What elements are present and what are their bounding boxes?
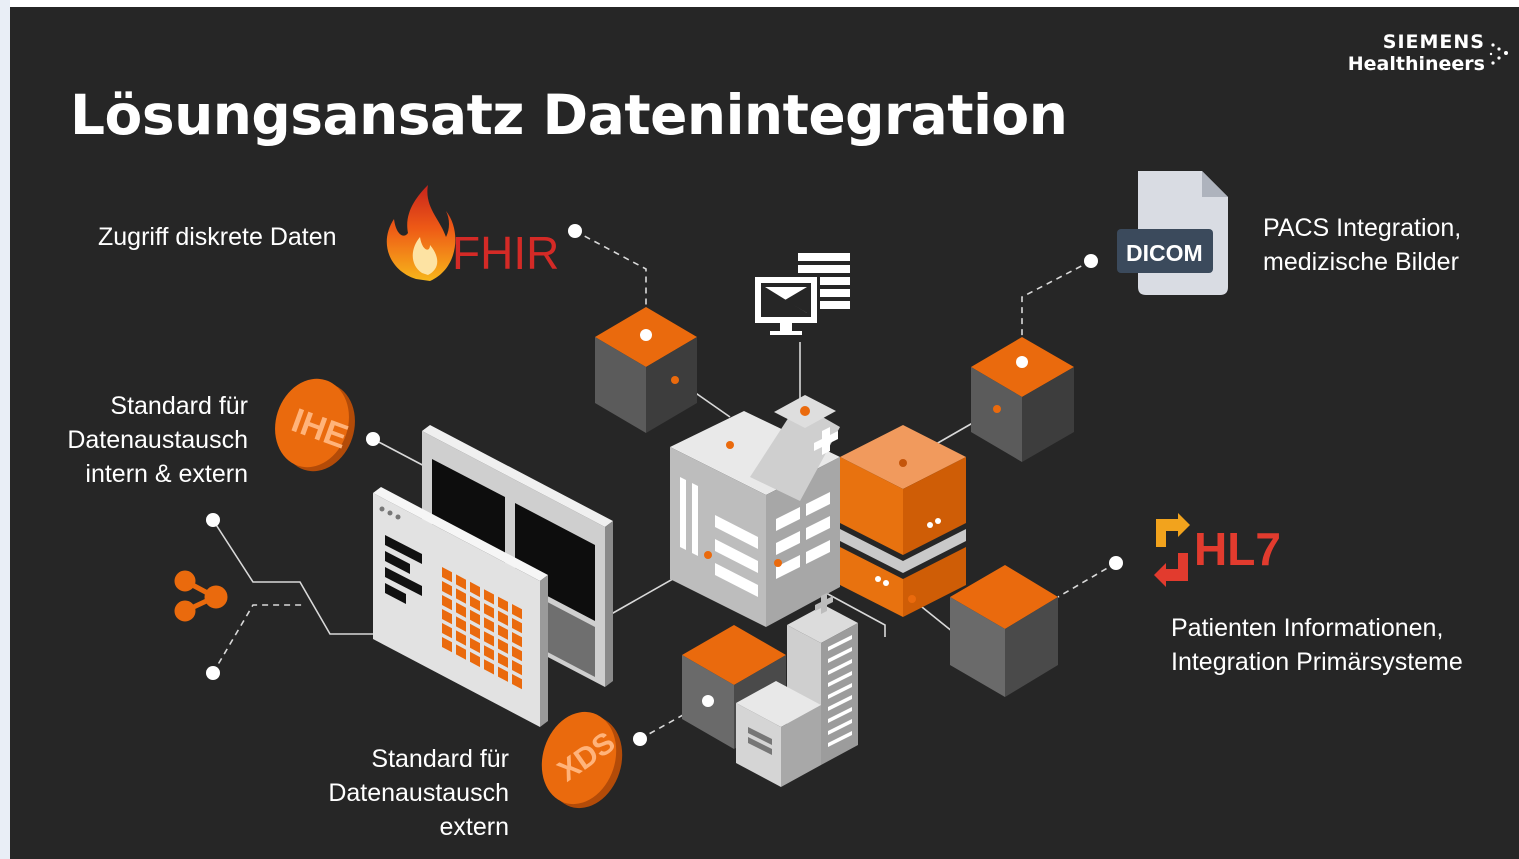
clinic-window [828,635,852,651]
grid-cell [484,631,494,647]
monitor-icon [755,253,850,335]
pacs-label: PACS Integration, medizische Bilder [1263,214,1462,276]
brand-line1: SIEMENS [1382,31,1485,53]
clinic-window [828,671,852,687]
grid-cell [498,652,508,668]
slide: Lösungsansatz Datenintegration SIEMENS H… [10,7,1519,859]
fire-icon [386,185,456,281]
xds-badge: XDS [541,711,623,809]
grid-cell [484,645,494,661]
page-edge [0,0,10,859]
cube-hl7 [950,565,1058,697]
hl7-arrows-icon [1156,513,1190,547]
grid-cell [512,632,522,648]
endpoint-dots [206,224,1123,746]
grid-cell [512,674,522,690]
hl7-label: Patienten Informationen, Integration Pri… [1171,614,1463,676]
grid-cell [512,646,522,662]
medical-cross-icon [814,427,838,455]
clinic-window [828,707,852,723]
clinic-building [736,593,858,787]
cube-dicom [971,337,1074,462]
grid-cell [512,618,522,634]
fhir-logo: FHIR [386,185,559,281]
grid-cell [470,581,480,598]
grid-cell [498,624,508,640]
xds-label: Standard für Datenaustausch extern [328,745,509,841]
grid-cell [470,623,480,640]
clinic-window [828,695,852,711]
share-icon [174,570,228,622]
data-grid [442,567,522,690]
hl7-logo-text: HL7 [1194,523,1281,575]
grid-cell [498,596,508,612]
hospital-building [670,395,840,627]
grid-cell [512,660,522,676]
dicom-document-icon: DICOM [1117,171,1228,295]
grid-cell [456,602,466,618]
grid-cell [498,666,508,682]
fhir-label: Zugriff diskrete Daten [98,223,337,251]
grid-cell [442,637,452,653]
integration-diagram: FHIR IHE XDS DICOM [174,171,1281,809]
ihe-badge: IHE [275,378,355,472]
grid-cell [456,630,466,646]
grid-cell [456,588,466,604]
clinic-window [828,659,852,675]
grid-cell [470,651,480,668]
grid-cell [442,567,452,583]
page-title: Lösungsansatz Datenintegration [70,83,1068,147]
grid-cell [498,610,508,626]
grid-cell [456,644,466,660]
grid-cell [442,623,452,639]
cube-fhir [595,307,697,433]
grid-cell [456,574,466,590]
grid-cell [484,603,494,619]
ihe-label: Standard für Datenaustausch intern & ext… [67,392,248,488]
clinic-window [828,683,852,699]
dicom-label: DICOM [1126,240,1203,266]
siemens-healthineers-logo: SIEMENS Healthineers [1348,31,1485,75]
grid-cell [456,616,466,632]
hl7-logo: HL7 [1154,513,1281,587]
grid-cell [484,617,494,633]
browser-window-front [373,487,548,727]
fhir-logo-text: FHIR [452,227,559,279]
grid-cell [442,595,452,611]
grid-cell [470,609,480,626]
server-block [840,425,966,617]
server-rack-icon [798,253,850,309]
clinic-window [828,647,852,663]
grid-cell [442,581,452,597]
clinic-window [828,719,852,735]
brand-dots-icon [1489,43,1508,65]
brand-line2: Healthineers [1347,53,1485,75]
grid-cell [470,595,480,612]
grid-cell [470,637,480,654]
grid-cell [442,609,452,625]
grid-cell [484,659,494,675]
grid-cell [512,604,522,620]
clinic-window [828,731,852,747]
grid-cell [484,589,494,605]
grid-cell [498,638,508,654]
